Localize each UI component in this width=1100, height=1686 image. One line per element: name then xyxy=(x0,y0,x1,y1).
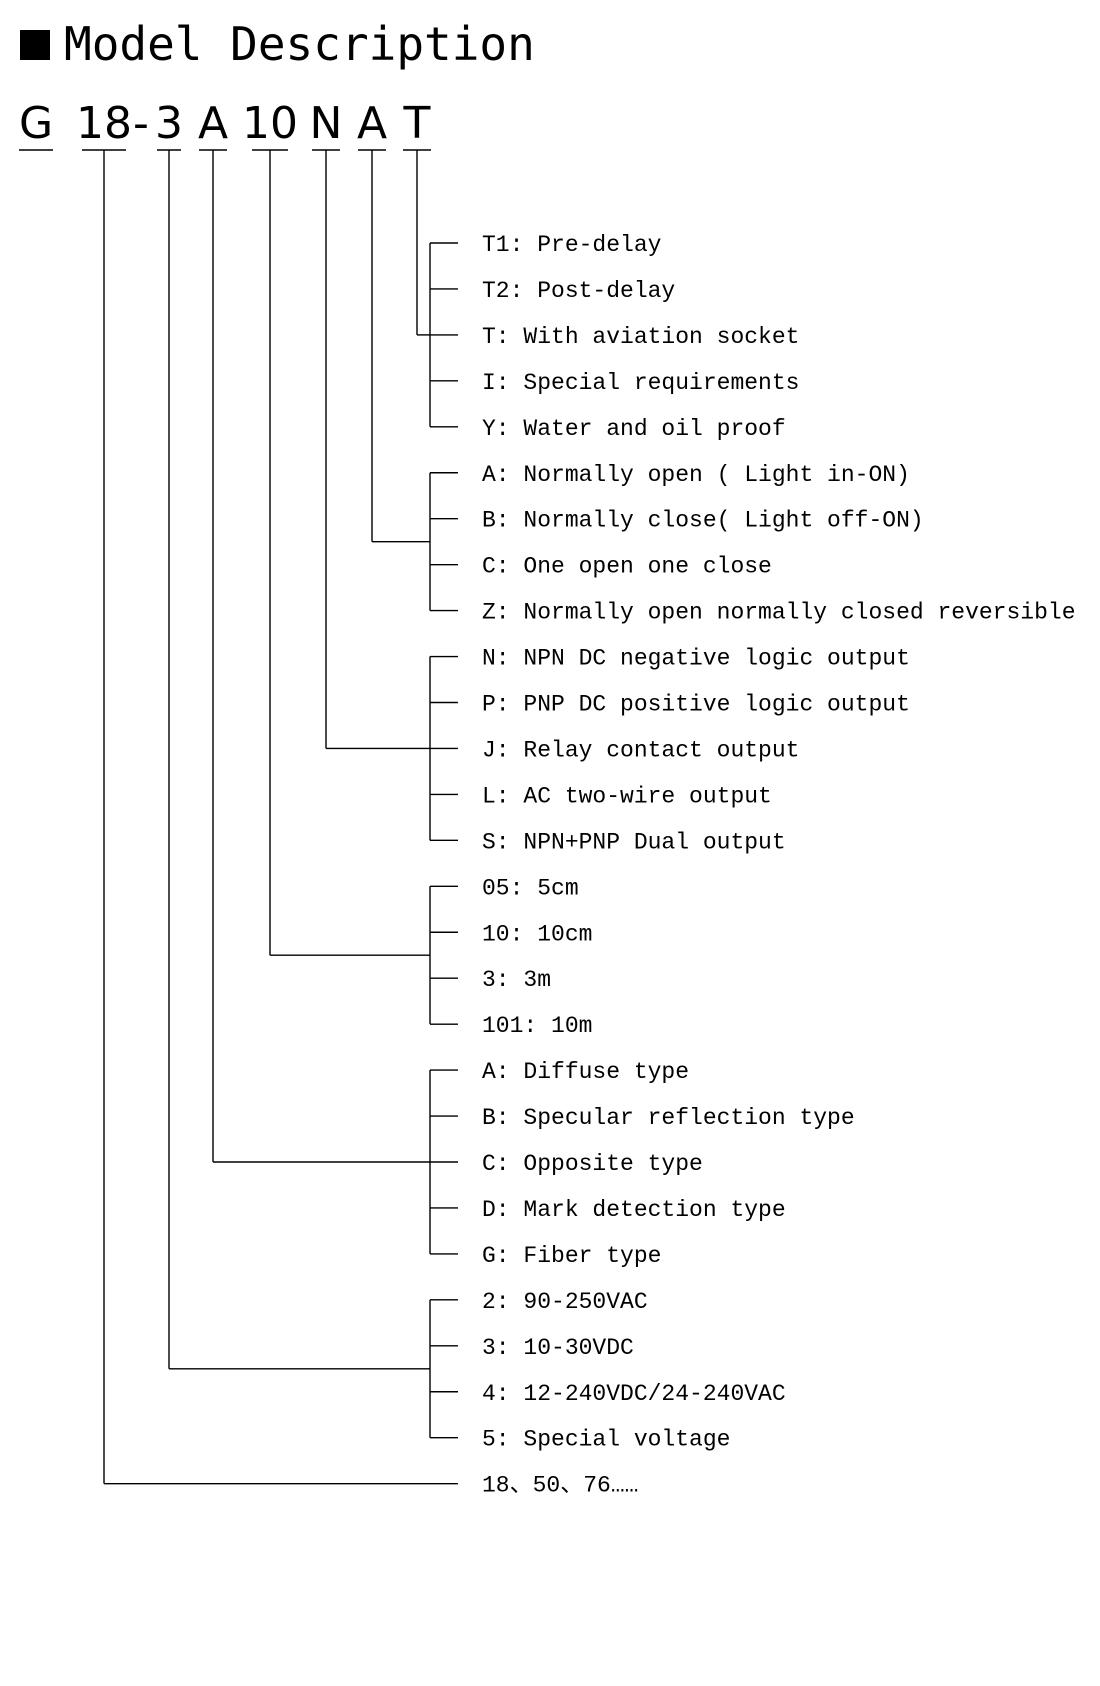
option-label: N: NPN DC negative logic output xyxy=(482,646,910,672)
connector-lines xyxy=(103,150,458,1485)
title-bullet-square-icon xyxy=(20,30,50,60)
option-label: S: NPN+PNP Dual output xyxy=(482,829,786,855)
model-code-segment: 3 xyxy=(155,98,183,149)
option-label: J: Relay contact output xyxy=(482,737,799,763)
option-label: 05: 5cm xyxy=(482,875,579,901)
option-label: 5: Special voltage xyxy=(482,1427,730,1453)
model-code-segment: G xyxy=(19,98,53,149)
option-label: 3: 10-30VDC xyxy=(482,1335,634,1361)
option-label: T: With aviation socket xyxy=(482,324,799,350)
option-label: B: Specular reflection type xyxy=(482,1105,855,1131)
option-label: G: Fiber type xyxy=(482,1243,661,1269)
option-label: I: Special requirements xyxy=(482,370,799,396)
option-label: 3: 3m xyxy=(482,967,551,993)
option-label: 101: 10m xyxy=(482,1013,592,1039)
model-code-segment: A xyxy=(198,98,228,149)
option-label: D: Mark detection type xyxy=(482,1197,786,1223)
option-label: A: Diffuse type xyxy=(482,1059,689,1085)
model-code-segment: N xyxy=(310,98,343,149)
option-label: 4: 12-240VDC/24-240VAC xyxy=(482,1381,786,1407)
option-label: Y: Water and oil proof xyxy=(482,416,786,442)
option-label: 18、50、76…… xyxy=(482,1473,638,1499)
option-label: Z: Normally open normally closed reversi… xyxy=(482,600,1076,626)
page-title: Model Description xyxy=(64,17,535,71)
option-label: 2: 90-250VAC xyxy=(482,1289,648,1315)
option-label: C: Opposite type xyxy=(482,1151,703,1177)
model-code-segment: - xyxy=(133,98,149,149)
option-label: T2: Post-delay xyxy=(482,278,675,304)
option-label: C: One open one close xyxy=(482,554,772,580)
option-label: 10: 10cm xyxy=(482,921,592,947)
option-label: B: Normally close( Light off-ON) xyxy=(482,508,924,534)
model-code-segment: 18 xyxy=(76,98,132,149)
option-label: L: AC two-wire output xyxy=(482,783,772,809)
option-label: A: Normally open ( Light in-ON) xyxy=(482,462,910,488)
option-label: P: PNP DC positive logic output xyxy=(482,692,910,718)
model-code-segment: A xyxy=(357,98,387,149)
model-code-segment: T xyxy=(403,98,431,149)
model-code-segment: 10 xyxy=(242,98,298,149)
option-label: T1: Pre-delay xyxy=(482,232,662,258)
